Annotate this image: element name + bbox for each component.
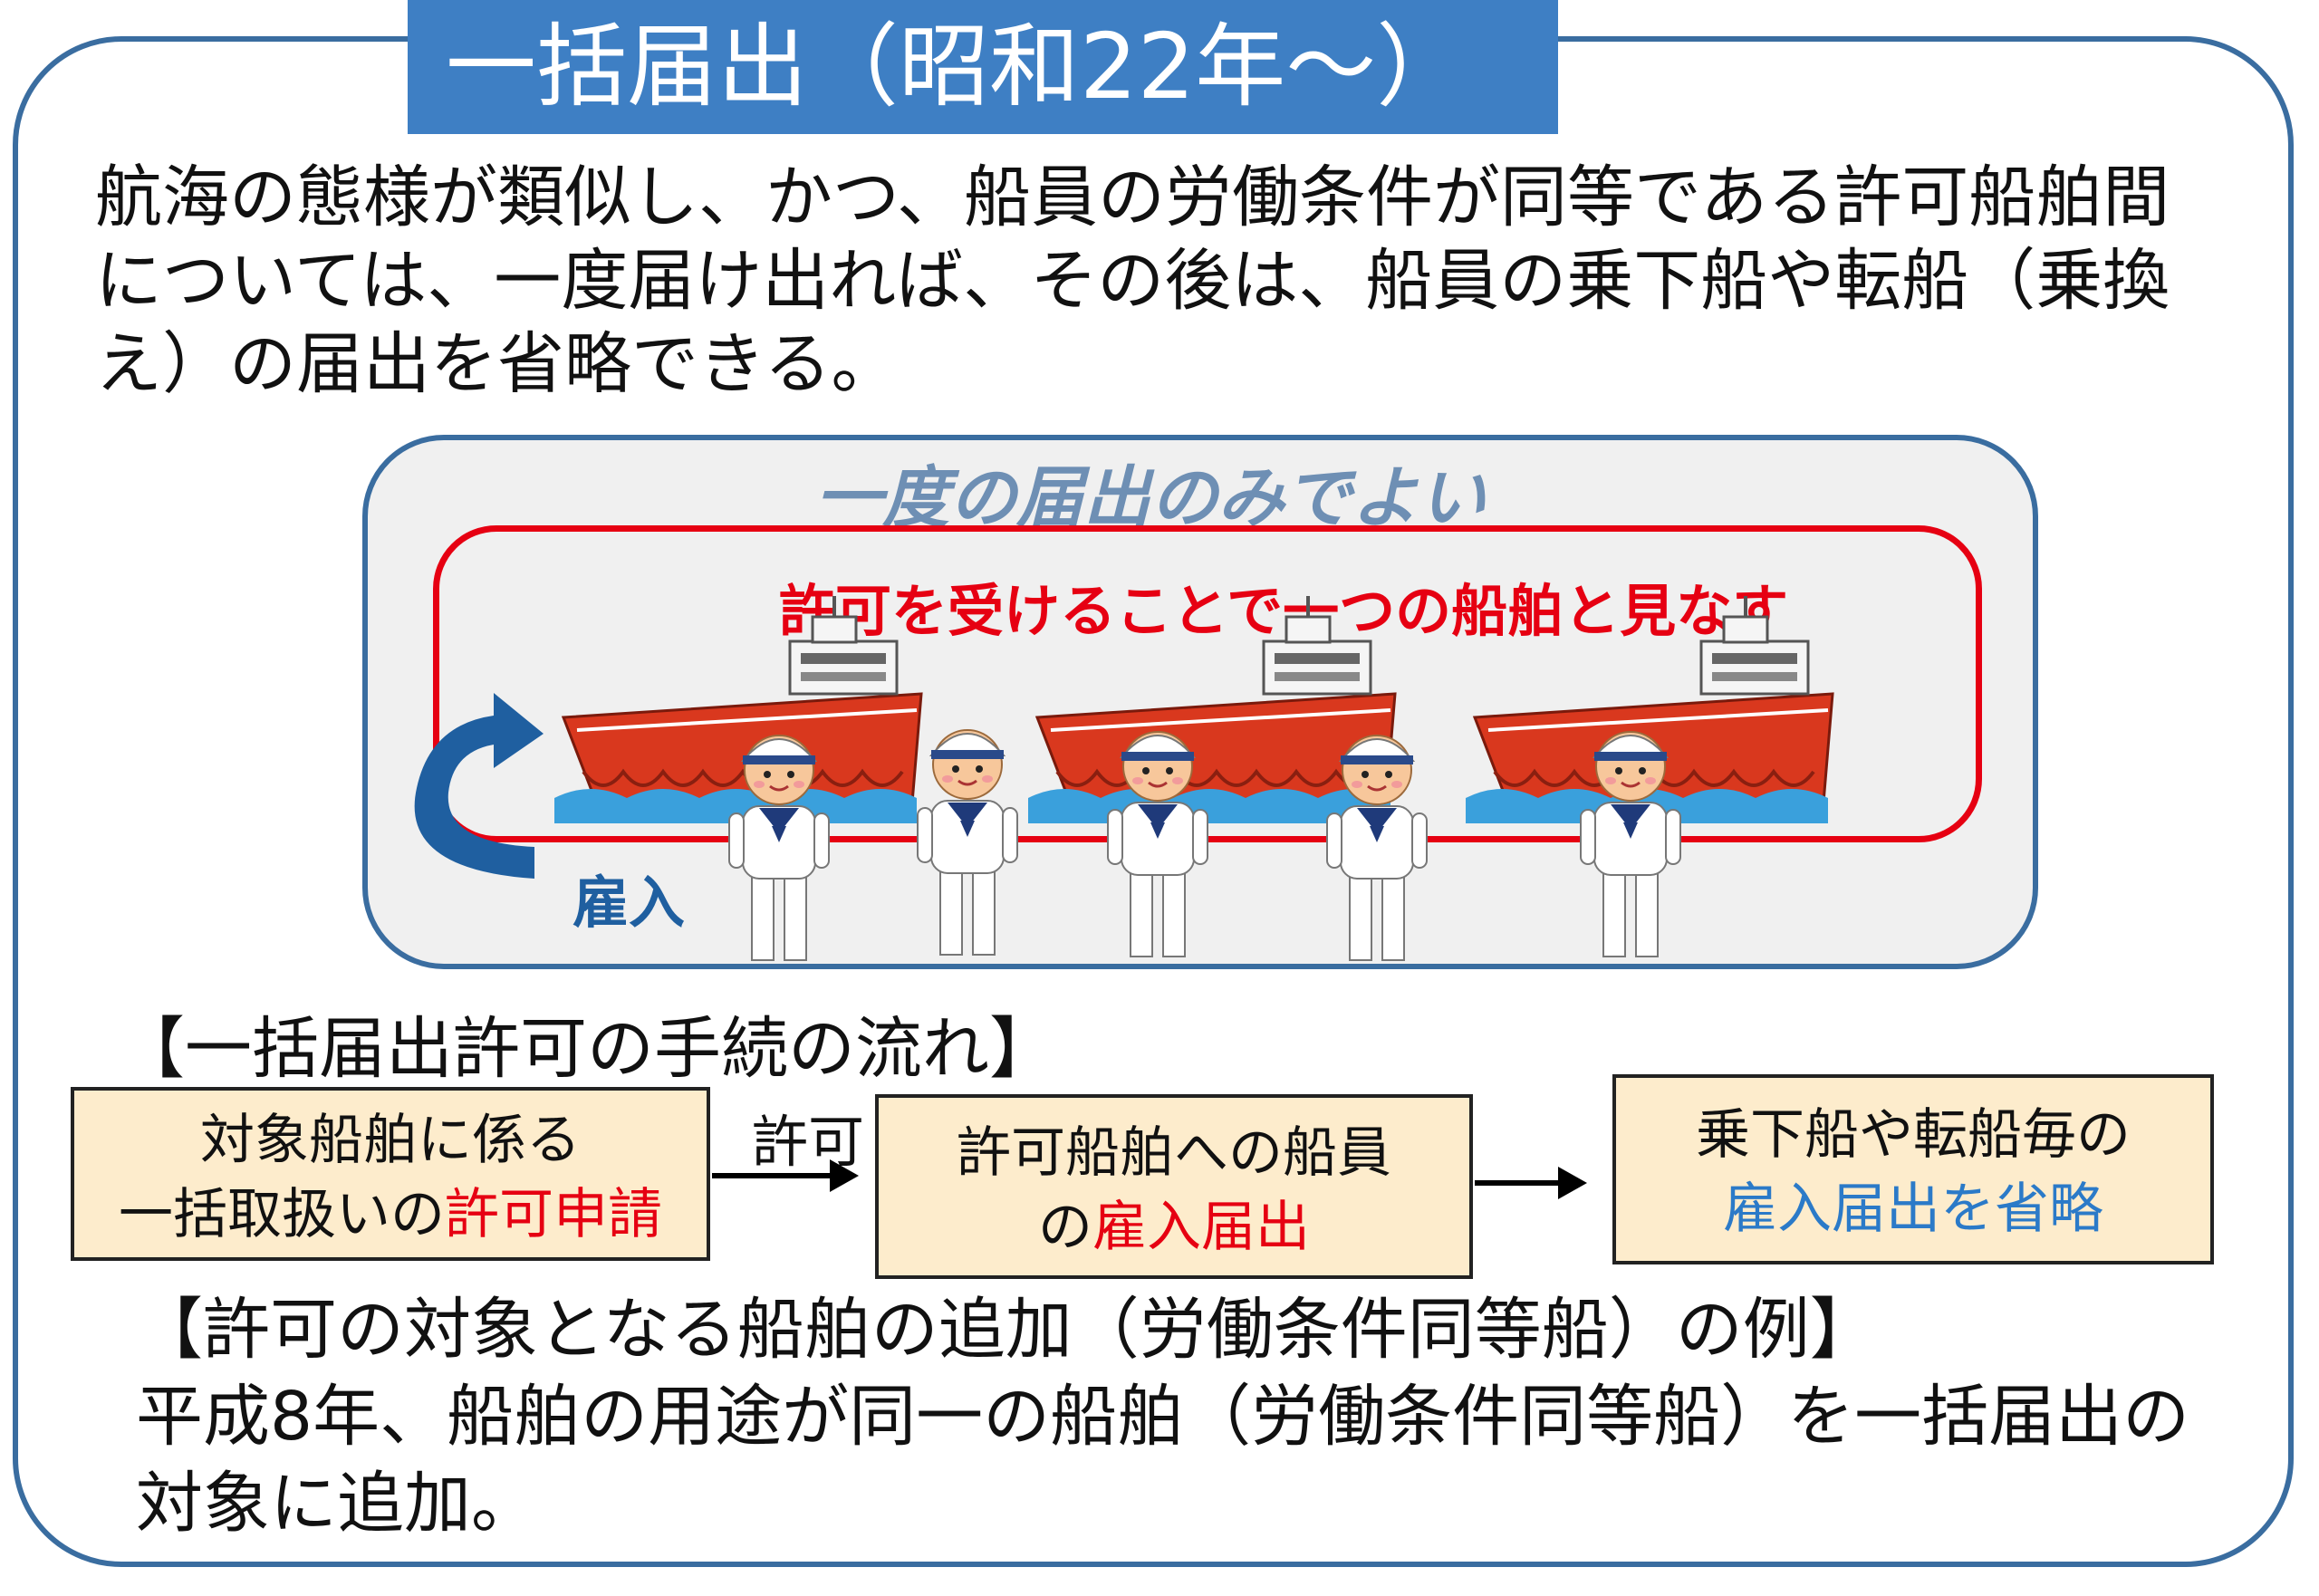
example-heading: 【許可の対象となる船舶の追加（労働条件同等船）の例】 [136,1291,1877,1369]
intro-line-1: 航海の態様が類似し、かつ、船員の労働条件が同等である許可船舶間 [95,159,2170,236]
hire-label: 雇入 [573,870,686,936]
step2-line2-plain: の [1038,1196,1092,1259]
curved-arrow-icon [414,693,544,879]
single-ship-caption: 許可を受けることで一つの船舶と見なす [779,578,1789,644]
example-section: 【許可の対象となる船舶の追加（労働条件同等船）の例】 平成8年、船舶の用途が同一… [136,1286,2274,1547]
step2-line1: 許可船舶への船員 [957,1121,1391,1185]
flow-heading: 【一括届出許可の手続の流れ】 [118,1010,1056,1088]
step1-line2-plain: 一括取扱いの [119,1183,445,1246]
ship-icon [553,594,923,825]
example-line-2: 対象に追加。 [136,1465,538,1543]
intro-text: 航海の態様が類似し、かつ、船員の労働条件が同等である許可船舶間 については、一度… [95,156,2251,406]
flow-step-hire-notification: 許可船舶への船員 の雇入届出 [875,1094,1473,1279]
step1-line2: 一括取扱いの許可申請 [74,1178,707,1252]
sailor-icon [1106,730,1209,958]
example-line-1: 平成8年、船舶の用途が同一の船舶（労働条件同等船）を一括届出の [136,1378,2190,1456]
title-banner: 一括届出（昭和22年～） [408,0,1558,134]
step1-line2-red: 許可申請 [445,1183,662,1246]
step3-line2: 雇入届出を省略 [1723,1178,2103,1241]
sailor-icon [1325,734,1429,962]
ship-icon [1026,594,1397,825]
intro-line-3: え）の届出を省略できる。 [95,325,899,403]
flow-step-omit-notification: 乗下船や転船毎の 雇入届出を省略 [1612,1074,2214,1264]
step2-line2-red: 雇入届出 [1092,1196,1310,1259]
sailor-icon [727,734,831,962]
step2-line2: の雇入届出 [879,1190,1469,1264]
intro-line-2: については、一度届け出れば、その後は、船員の乗下船や転船（乗換 [95,242,2170,320]
step1-line1: 対象船舶に係る [200,1109,581,1172]
flow-step-permit-application: 対象船舶に係る 一括取扱いの許可申請 [71,1087,710,1261]
sailor-icon [1579,730,1682,958]
ships-and-sailors-illustration [414,594,1834,962]
sailor-icon [916,728,1019,957]
permit-arrow-label: 許可 [752,1109,865,1175]
step3-line1: 乗下船や転船毎の [1696,1103,2131,1167]
diagram-heading: 一度の届出のみでよい [815,459,1486,537]
